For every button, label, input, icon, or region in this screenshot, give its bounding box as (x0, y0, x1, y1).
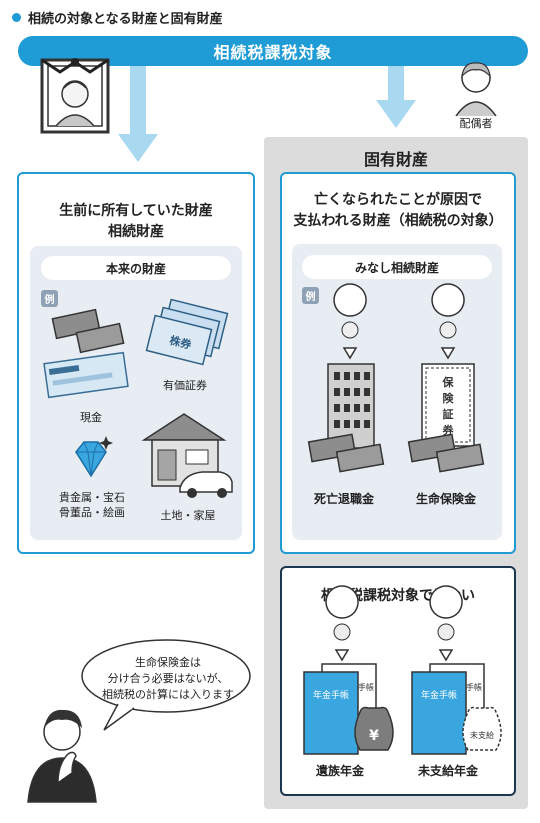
unpaid-pension-label: 未支給年金 (417, 764, 478, 778)
unpaid-bag-text: 未支給 (470, 730, 494, 740)
page-title: 相続の対象となる財産と固有財産 (12, 8, 223, 27)
cash-label: 現金 (80, 411, 102, 424)
unpaid-pension-book-back-text: 手帳 (466, 682, 482, 692)
inherited-heading-line2: 相続財産 (108, 224, 164, 240)
unpaid-pension-icon: 年金手帳 手帳 未支給 (410, 585, 510, 756)
taxable-banner-label: 相続税課税対象 (213, 43, 333, 62)
example-badge: 例 (41, 290, 58, 307)
arrow-to-inherited-icon (118, 66, 158, 166)
spouse-icon (452, 58, 500, 117)
gem-icon (66, 434, 116, 484)
house-icon (140, 410, 236, 500)
speech-line2: 分け合う必要はないが、 (107, 672, 229, 685)
pension-book-text: 年金手帳 (313, 689, 349, 701)
spouse-label: 配偶者 (459, 117, 493, 130)
insurance-label: 生命保険金 (415, 492, 476, 506)
bullet-dot-icon (12, 13, 21, 22)
deemed-heading-line2: 支払われる財産（相続税の対象） (293, 213, 503, 229)
original-property-pill-label: 本来の財産 (105, 261, 166, 276)
original-property-pill: 本来の財産 (41, 256, 231, 280)
deemed-property-pill: みなし相続財産 (302, 255, 492, 279)
speech-line1: 生命保険金は (135, 656, 201, 669)
land-label: 土地・家屋 (160, 509, 216, 522)
precious-label-line2: 骨董品・絵画 (59, 506, 125, 519)
policy-char-4: 券 (442, 423, 455, 437)
bereaved-pension-label: 遺族年金 (315, 764, 364, 778)
deemed-heading-line1: 亡くなられたことが原因で (314, 192, 482, 208)
securities-label: 有価証券 (163, 379, 207, 392)
precious-label-line1: 貴金属・宝石 (59, 491, 125, 504)
arrow-to-own-property-icon (376, 66, 416, 130)
unpaid-pension-book-text: 年金手帳 (421, 689, 457, 701)
inherited-heading-line1: 生前に所有していた財産 (59, 203, 213, 219)
yen-sign: ¥ (369, 728, 379, 744)
policy-char-2: 険 (443, 391, 455, 405)
page-title-text: 相続の対象となる財産と固有財産 (28, 12, 223, 27)
securities-icon: 株券 (144, 298, 230, 372)
speech-text: 生命保険金は 分け合う必要はないが、 相続税の計算には入ります (86, 655, 250, 703)
speech-line3: 相続税の計算には入ります (102, 688, 234, 701)
securities-ticket-text: 株券 (168, 333, 194, 352)
policy-char-3: 証 (443, 407, 454, 421)
bereaved-pension-icon: 年金手帳 手帳 ¥ (300, 585, 400, 756)
own-property-title: 固有財産 (363, 150, 428, 169)
pension-book-back-text: 手帳 (358, 682, 374, 692)
not-taxable-heading: 相続税課税対象ではない (321, 588, 475, 604)
deceased-portrait-icon (40, 52, 110, 134)
speech-bubble (76, 636, 252, 734)
precious-label: 貴金属・宝石 骨董品・絵画 (44, 490, 140, 520)
inherited-heading: 生前に所有していた財産 相続財産 (17, 201, 255, 243)
deemed-property-pill-label: みなし相続財産 (354, 260, 439, 275)
life-insurance-icon: 保 険 証 券 (407, 283, 494, 484)
policy-char-1: 保 (442, 375, 455, 389)
deemed-example-badge: 例 (302, 287, 319, 304)
deemed-heading: 亡くなられたことが原因で 支払われる財産（相続税の対象） (280, 190, 516, 232)
cash-icon (43, 306, 134, 402)
retirement-label: 死亡退職金 (313, 492, 374, 506)
retirement-allowance-icon (307, 283, 392, 484)
thinking-person-icon (22, 702, 102, 803)
